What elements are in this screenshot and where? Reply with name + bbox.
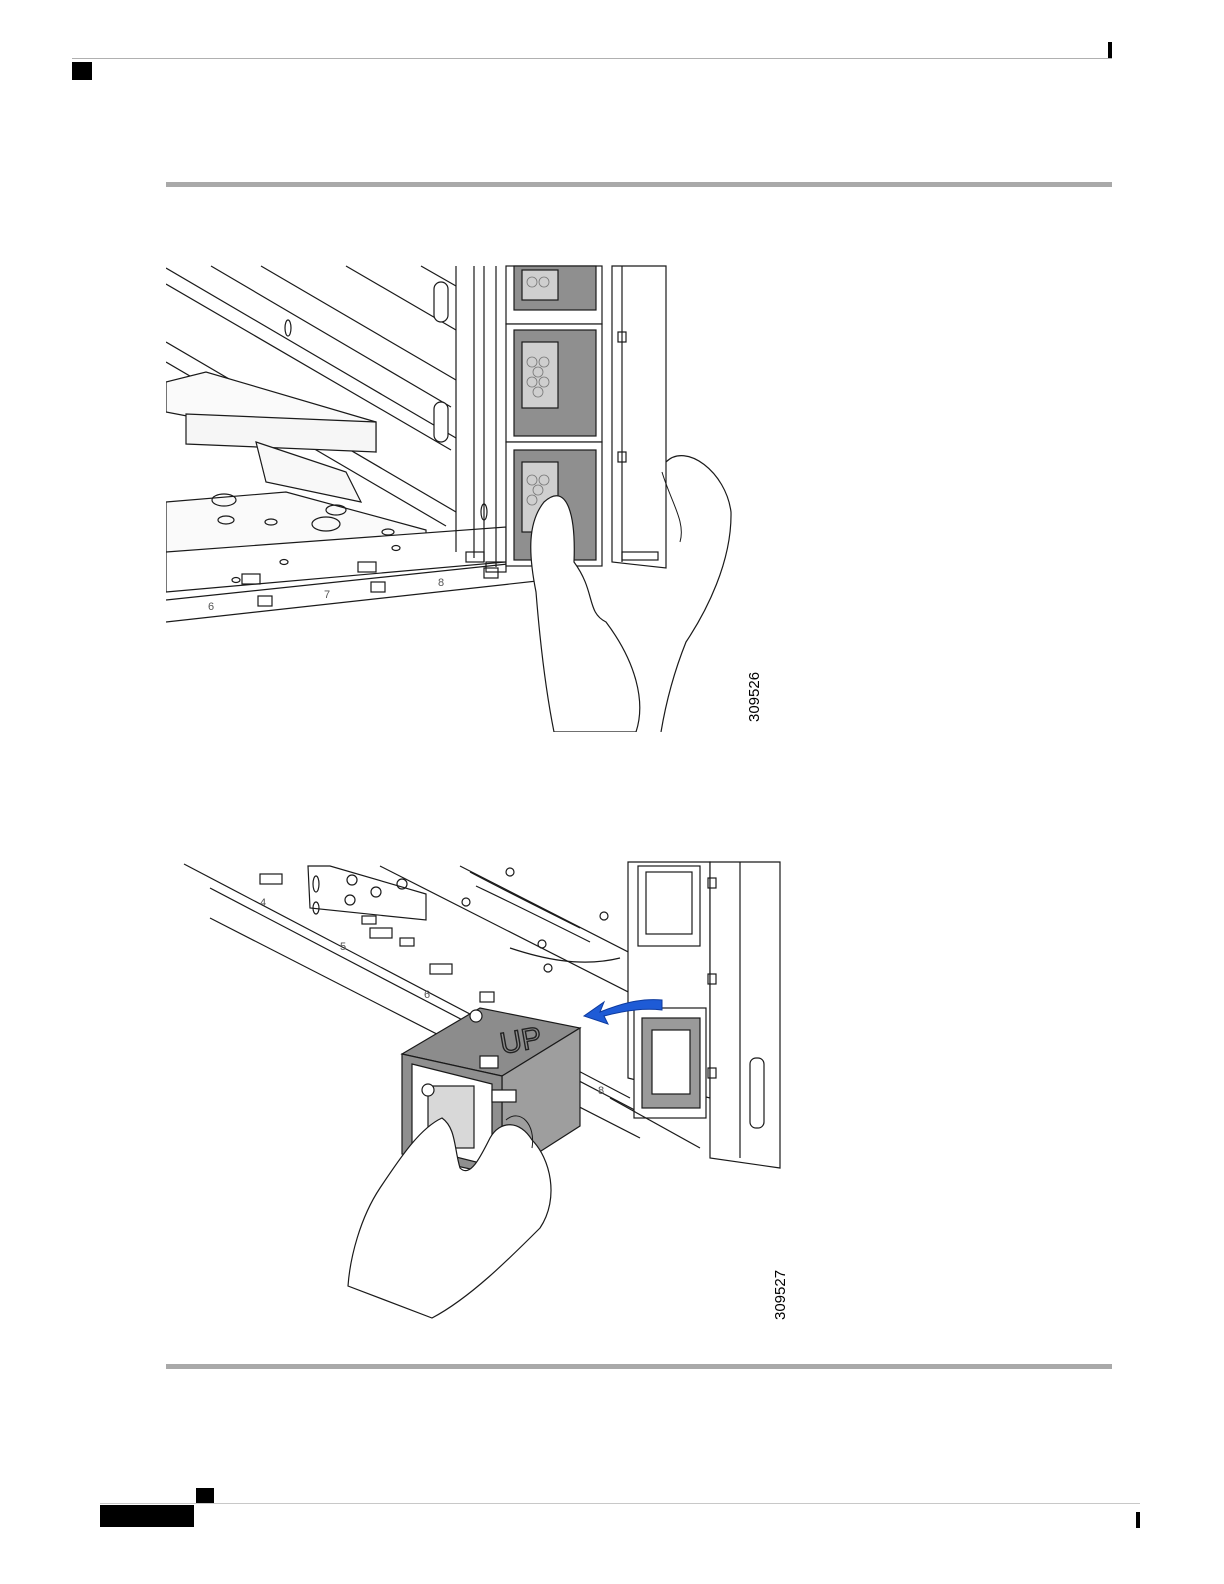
fig2-slot-number-8: 8 [598,1085,604,1097]
fig1-slot-number-7: 7 [324,589,330,601]
fig2-slot-number-6: 6 [424,989,430,1001]
figure-id-309527: 309527 [772,1270,789,1320]
figure-install-blank-drawing: 4 5 6 8 UP 309527 [180,858,800,1328]
section-rule-top [166,182,1112,187]
footer-left-bar [100,1505,194,1527]
figure-remove-blank-drawing: 6 7 8 [166,262,786,732]
fig1-slot-number-6: 6 [208,601,214,613]
header-right-tick [1108,42,1112,58]
footer-right-tick [1136,1512,1140,1528]
section-rule-bottom [166,1364,1112,1369]
header-left-marker [72,62,92,80]
fig2-slot-number-4: 4 [260,897,266,909]
footer-left-marker [196,1488,214,1504]
figure-remove-blank: 6 7 8 [166,262,786,732]
fig1-slot-number-8: 8 [438,577,444,589]
header-rule [72,58,1112,59]
fig2-slot-number-5: 5 [340,941,346,953]
footer-rule [100,1503,1140,1504]
figure-install-blank: 4 5 6 8 UP 309527 [180,858,800,1328]
figure-id-309526: 309526 [746,672,763,722]
